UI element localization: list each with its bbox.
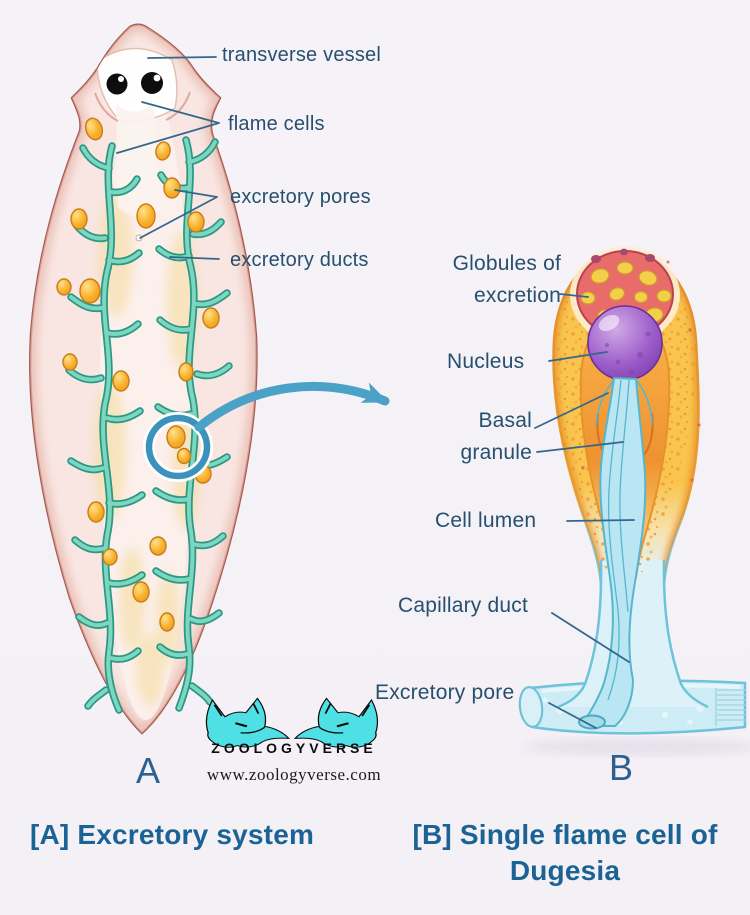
- duct-striations: [715, 686, 746, 726]
- label-basal-granule: Basal granule: [460, 409, 532, 464]
- logo-wordmark: ZOOLOGYVERSE: [211, 740, 377, 756]
- nucleus-sphere: [587, 305, 663, 381]
- label-transverse-vessel: transverse vessel: [222, 44, 382, 66]
- caption-excretory-system: [A] Excretory system: [29, 819, 315, 850]
- label-globules-of-excretion: Globules of excretion: [452, 252, 561, 307]
- logo-website-url: www.zoologyverse.com: [206, 765, 382, 784]
- zoom-arrow: [194, 382, 390, 432]
- panel-b-letter: B: [608, 747, 633, 788]
- label-excretory-ducts: excretory ducts: [230, 249, 369, 271]
- label-flame-cells: flame cells: [228, 113, 325, 135]
- transverse-vessel-shape: [96, 47, 178, 122]
- caption-single-flame-cell: [B] Single flame cell of Dugesia: [412, 819, 718, 887]
- worm-illustration: [29, 23, 258, 735]
- eye-spots: [106, 72, 163, 95]
- panel-a-letter: A: [135, 750, 160, 791]
- leader-lines: [116, 56, 635, 729]
- label-cell-lumen: Cell lumen: [435, 509, 537, 532]
- label-excretory-pore: Excretory pore: [375, 681, 515, 704]
- label-capillary-duct: Capillary duct: [398, 594, 529, 617]
- worm-globules: [56, 117, 220, 632]
- label-nucleus: Nucleus: [447, 350, 525, 373]
- magnifier-circle: [143, 412, 213, 482]
- flame-cell-illustration: [518, 246, 750, 756]
- excretory-pore-opening: [578, 714, 606, 730]
- label-excretory-pores: excretory pores: [230, 186, 371, 208]
